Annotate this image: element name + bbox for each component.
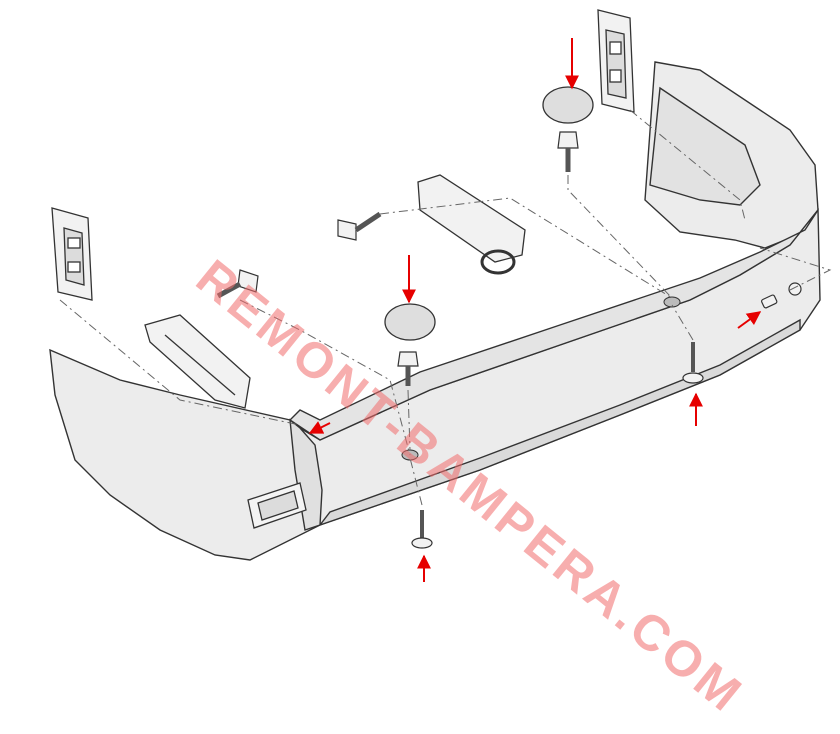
side-bracket-right [597, 9, 635, 113]
plug-cap-top [542, 86, 594, 124]
bumper-diagram [49, 9, 832, 582]
indicator-arrows [308, 38, 762, 582]
screw-right [682, 342, 704, 384]
arrow-end-cap [308, 421, 331, 434]
rear-reflector [247, 482, 307, 529]
bolt-top-right [557, 131, 579, 172]
bolt-bracket [337, 211, 382, 241]
arrow-clip [737, 311, 762, 329]
tow-hook-bracket [417, 174, 526, 275]
bolt-center [397, 351, 419, 386]
mount-hole-right [663, 296, 681, 308]
bolt-left [216, 269, 259, 299]
center-bracket-left [144, 314, 251, 409]
screw-bottom [411, 510, 433, 549]
plug-cap-center [384, 303, 436, 341]
bumper-cover [49, 61, 821, 561]
clip-right [761, 282, 802, 309]
side-bracket-left [51, 207, 93, 301]
assembly-lines [59, 109, 832, 506]
